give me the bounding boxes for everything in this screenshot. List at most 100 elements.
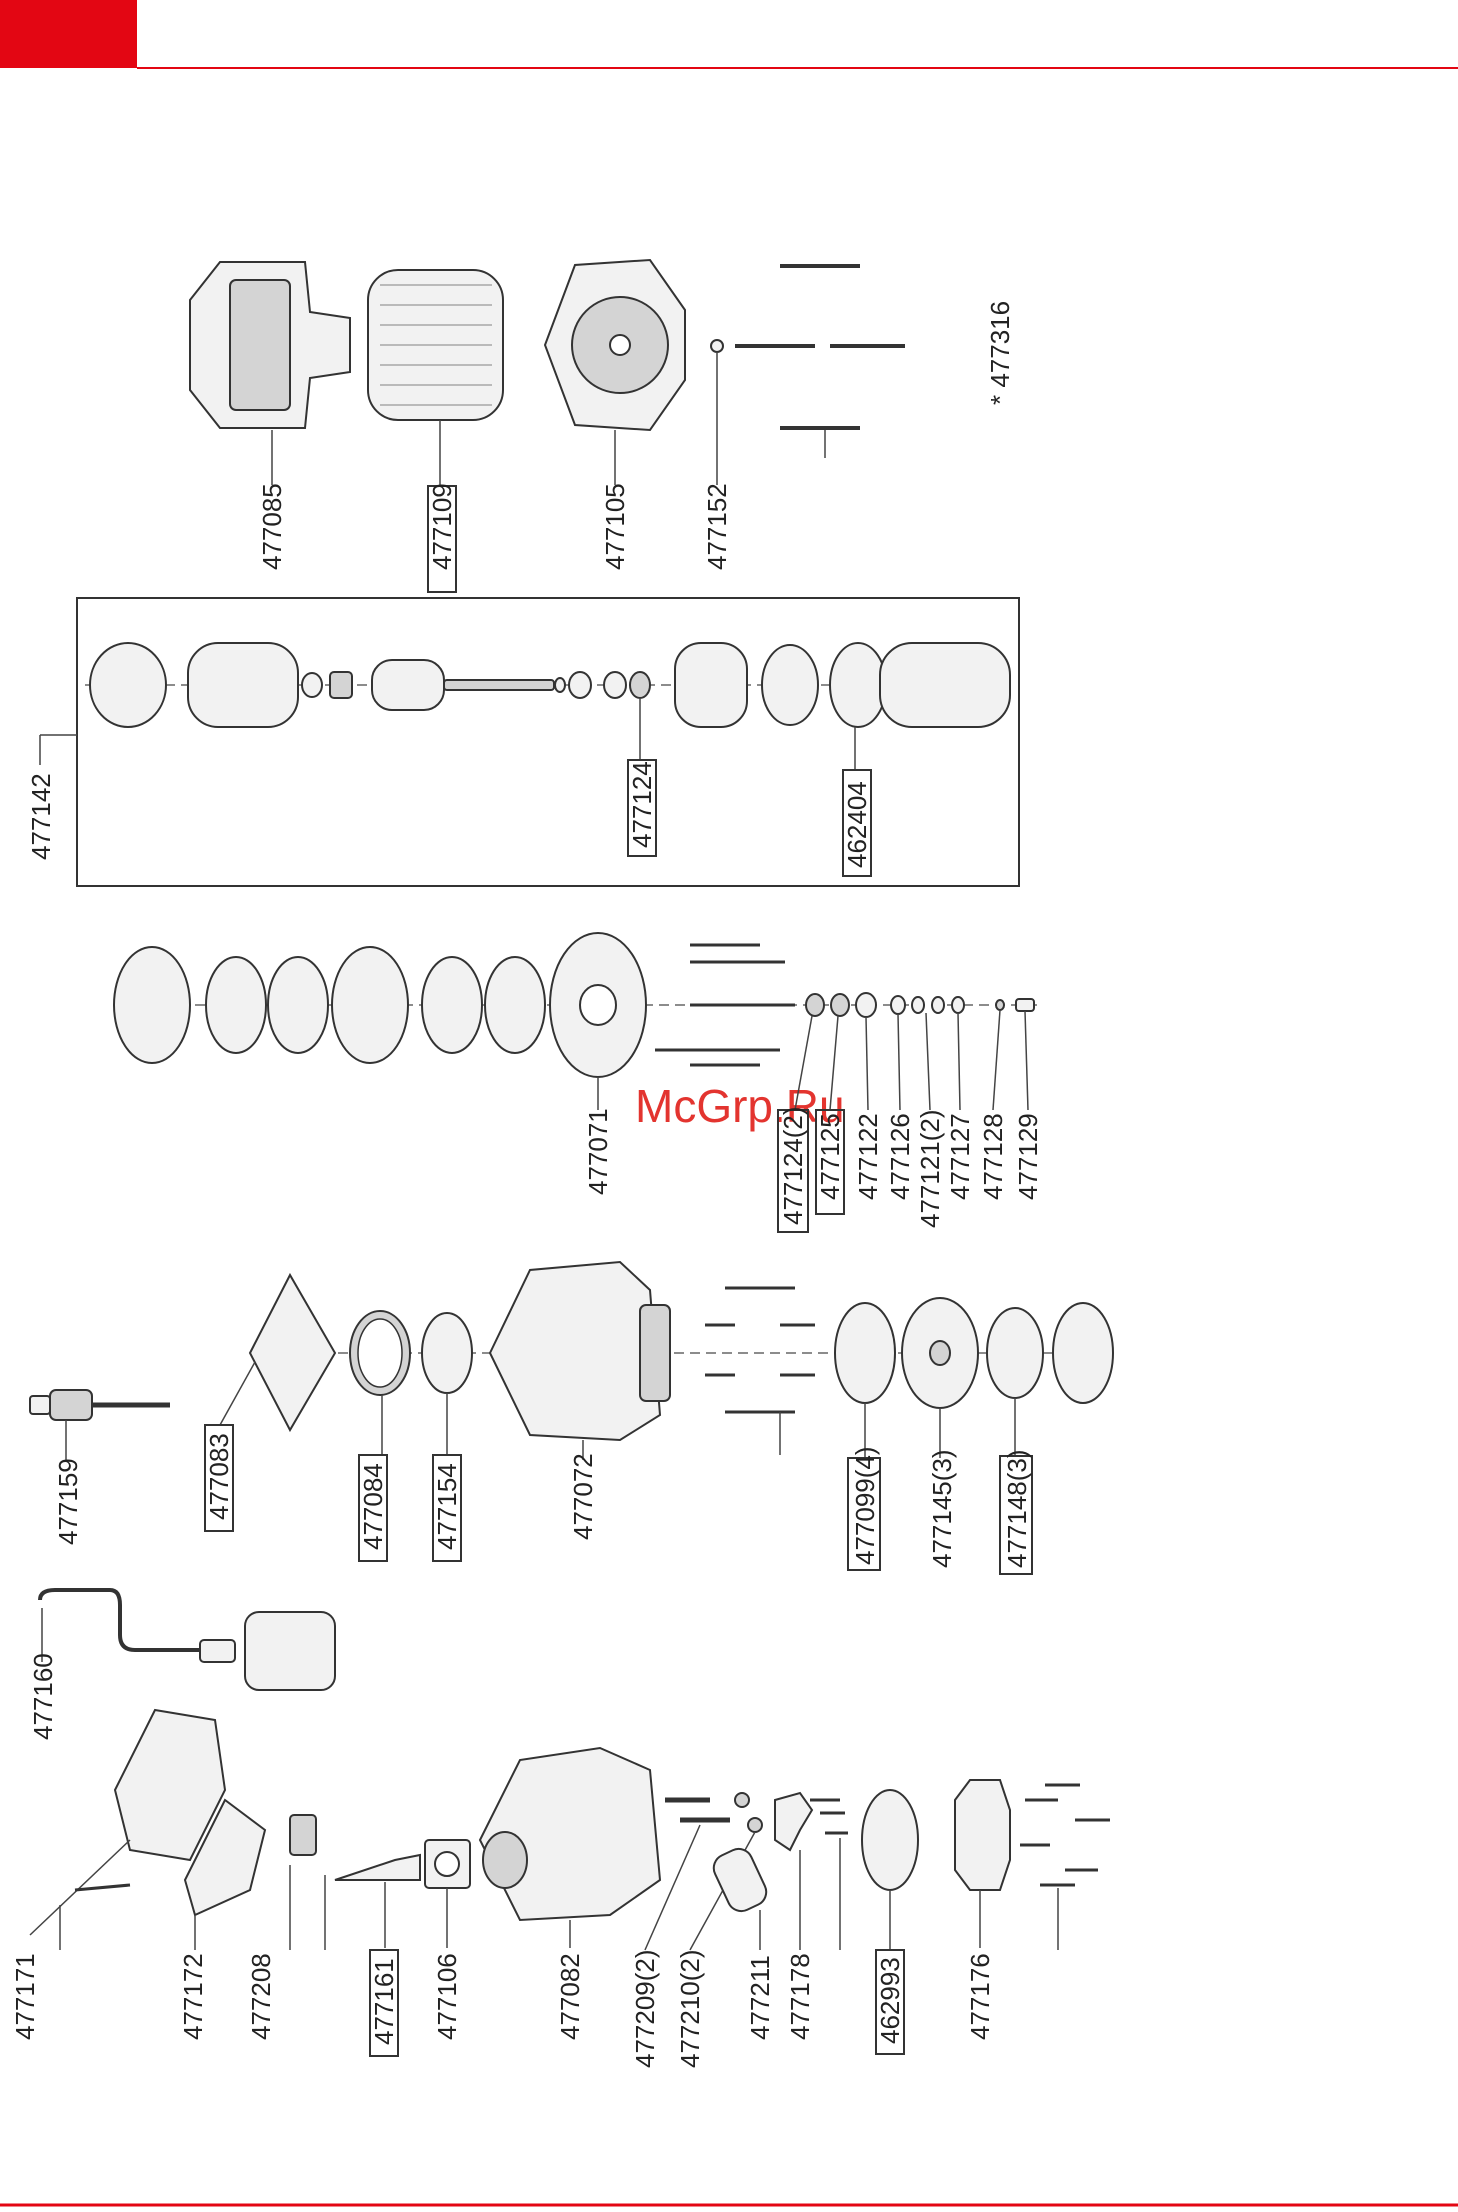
label-477121-2: 477121(2) <box>915 1109 945 1228</box>
row-2-parts <box>85 643 1010 770</box>
note-477316: * 477316 <box>985 301 1015 405</box>
brand-tab <box>0 0 137 68</box>
pump-stage-bore <box>580 985 616 1025</box>
label-477099-4: 477099(4) <box>850 1446 880 1565</box>
label-477142: 477142 <box>26 773 56 860</box>
seal-housing <box>762 645 818 725</box>
label-477145-3: 477145(3) <box>927 1449 957 1568</box>
watermark: McGrp.Ru <box>635 1080 845 1132</box>
ring-477121 <box>912 997 924 1013</box>
label-477176: 477176 <box>965 1953 995 2040</box>
housing-cover-477105-bore <box>610 335 630 355</box>
pump-housing-477082-outlet <box>483 1832 527 1888</box>
washer-477126 <box>891 996 905 1014</box>
sleeve-477211 <box>709 1844 771 1915</box>
label-477209-2: 477209(2) <box>630 1949 660 2068</box>
label-477109: 477109 <box>427 483 457 570</box>
label-477211: 477211 <box>745 1955 775 2040</box>
spacer-1 <box>330 672 352 698</box>
end-disc <box>1053 1303 1113 1403</box>
label-477210-2: 477210(2) <box>675 1949 705 2068</box>
label-477083: 477083 <box>204 1433 234 1520</box>
bearing-477125 <box>831 994 849 1016</box>
ring-477121-b <box>932 997 944 1013</box>
label-477085: 477085 <box>257 483 287 570</box>
gasket-disc-477099 <box>835 1303 895 1403</box>
bearing-477124-2 <box>806 994 824 1016</box>
impeller-1 <box>114 947 190 1063</box>
label-477171: 477171 <box>10 1953 40 2040</box>
tube <box>675 643 747 727</box>
shaft <box>444 680 554 690</box>
float-cable-477160 <box>40 1590 200 1650</box>
gasket-477083 <box>250 1275 335 1430</box>
seal-disc-2 <box>485 957 545 1053</box>
hose-connector-477161 <box>335 1855 420 1880</box>
seal-ring-477084-inner <box>358 1319 402 1387</box>
clip-477208 <box>290 1815 316 1855</box>
leader-477129 <box>1025 1011 1028 1110</box>
end-cap <box>90 643 166 727</box>
clip <box>555 678 565 692</box>
label-477178: 477178 <box>785 1953 815 2040</box>
impeller-2 <box>332 947 408 1063</box>
motor-housing-477072 <box>490 1262 660 1440</box>
cap-477129 <box>1016 999 1034 1011</box>
label-477152: 477152 <box>702 483 732 570</box>
label-477128: 477128 <box>978 1113 1008 1200</box>
assembly-box-477142 <box>77 598 1019 886</box>
spacer-477122 <box>856 993 876 1017</box>
motor-sleeve <box>188 643 298 727</box>
impeller-477145-hub <box>930 1341 950 1365</box>
label-477082: 477082 <box>555 1953 585 2040</box>
label-477125: 477125 <box>815 1113 845 1200</box>
motor-housing-477072-flange <box>640 1305 670 1401</box>
leader-477127 <box>958 1013 960 1110</box>
label-477106: 477106 <box>432 1953 462 2040</box>
label-477161: 477161 <box>369 1958 399 2045</box>
ring-477127 <box>952 997 964 1013</box>
o-ring-477154 <box>422 1313 472 1393</box>
label-477159: 477159 <box>53 1458 83 1545</box>
label-477129: 477129 <box>1013 1113 1043 1200</box>
nut-477128 <box>996 1000 1004 1010</box>
stator-can <box>880 643 1010 727</box>
label-477208: 477208 <box>246 1953 276 2040</box>
rotor <box>372 660 444 710</box>
label-477127: 477127 <box>945 1113 975 1200</box>
label-477084: 477084 <box>358 1463 388 1550</box>
leader-477083 <box>220 1362 255 1425</box>
seal-disc-1 <box>268 957 328 1053</box>
label-477105: 477105 <box>600 483 630 570</box>
housing-477085-core <box>230 280 290 410</box>
washer-477152 <box>711 340 723 352</box>
row-4-parts <box>30 1262 1113 1462</box>
diffuser-477148 <box>987 1308 1043 1398</box>
bearing-477124 <box>630 672 650 698</box>
row-3-parts <box>114 933 1040 1110</box>
leader-477122 <box>866 1017 868 1110</box>
leader-477126 <box>898 1014 900 1110</box>
label-477154: 477154 <box>432 1463 462 1550</box>
small-washer-1 <box>302 673 322 697</box>
label-462993: 462993 <box>875 1957 905 2044</box>
label-477160: 477160 <box>28 1653 58 1740</box>
label-462404: 462404 <box>842 781 872 868</box>
o-ring-462404 <box>830 643 886 727</box>
plug-pins <box>30 1396 50 1414</box>
diffuser-2 <box>422 957 482 1053</box>
diffuser-1 <box>206 957 266 1053</box>
row-1-parts <box>190 260 905 485</box>
float-collar <box>200 1640 235 1662</box>
plug-477159 <box>50 1390 92 1420</box>
spacer-2 <box>569 672 591 698</box>
valve-477178 <box>775 1793 812 1850</box>
leader-477128 <box>993 1010 1000 1110</box>
washer-2 <box>604 672 626 698</box>
nut-477210-a <box>735 1793 749 1807</box>
label-477126: 477126 <box>885 1113 915 1200</box>
nut-477210-b <box>748 1818 762 1832</box>
label-477071: 477071 <box>583 1108 613 1195</box>
label-477148-3: 477148(3) <box>1002 1449 1032 1568</box>
